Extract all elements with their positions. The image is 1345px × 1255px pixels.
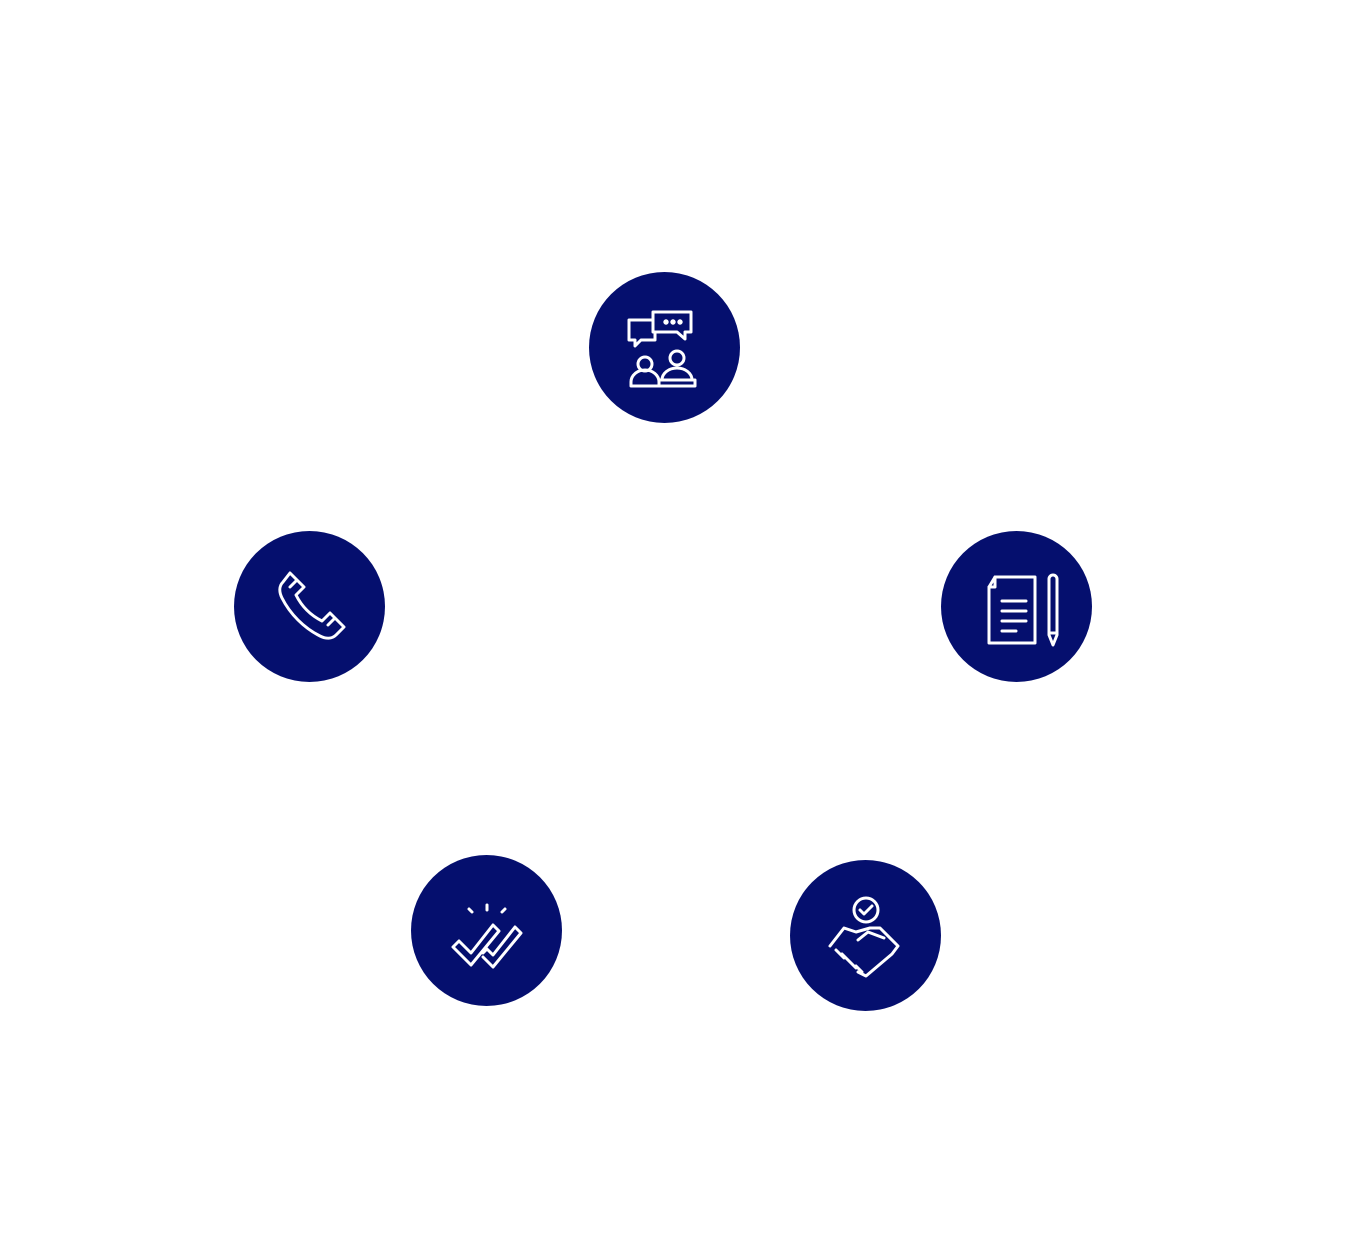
step-confirm-label: Accept bbox=[419, 1040, 553, 1084]
step-confirm bbox=[411, 855, 562, 1006]
step-consultation bbox=[589, 272, 740, 423]
phone-icon bbox=[277, 571, 345, 640]
document-pen-icon bbox=[987, 573, 1058, 646]
step-agreement-label: Select bbox=[819, 1048, 937, 1092]
double-check-icon bbox=[451, 903, 522, 968]
step-call bbox=[234, 531, 385, 682]
handshake-check-icon bbox=[828, 896, 899, 977]
step-document bbox=[941, 531, 1092, 682]
step-agreement bbox=[790, 860, 941, 1011]
consultation-icon bbox=[627, 310, 696, 387]
